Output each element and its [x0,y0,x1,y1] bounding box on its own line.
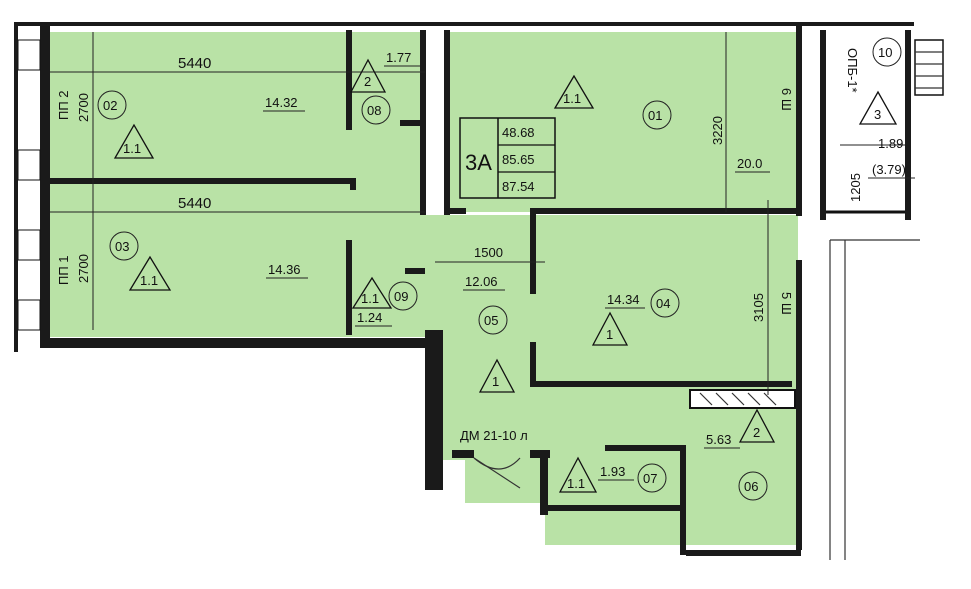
apartment-area-full: 87.54 [502,179,535,194]
dimension-corridor: 1500 [474,245,503,260]
dimension-top: 5440 [178,55,211,72]
dimension-room03-height: 2700 [76,254,91,283]
apartment-area-living: 48.68 [502,125,535,140]
tag-01: 1.1 [563,91,581,106]
side-labels: ПП 2 ПП 1 6 Ш 5 Ш ОПБ-1* [56,48,860,315]
walls [14,22,944,560]
label-pp2: ПП 2 [56,90,71,120]
room-number-08: 08 [367,103,381,118]
dimension-room02-height: 2700 [76,93,91,122]
room-area-08: 1.77 [386,50,411,65]
room-area-02: 14.32 [265,95,298,110]
label-sh6: 6 Ш [779,88,794,111]
room-number-01: 01 [648,108,662,123]
tag-05: 1 [492,374,499,389]
room-area-07: 1.93 [600,464,625,479]
room-number-05: 05 [484,313,498,328]
finish-tags: 1.1 1.1 1.1 1.1 1.1 1 1 2 2 3 [113,58,898,493]
tag-10: 3 [874,107,881,122]
tag-06: 2 [753,425,760,440]
apartment-area-total: 85.65 [502,152,535,167]
tag-09: 1.1 [361,291,379,306]
dimension-room01-height: 3220 [710,116,725,145]
apartment-info-box: 3А 48.68 85.65 87.54 [459,117,556,199]
dimension-lines [50,32,905,395]
tag-02: 1.1 [123,141,141,156]
tag-04: 1 [606,327,613,342]
room-number-02: 02 [103,98,117,113]
room-area-04: 14.34 [607,292,640,307]
dimension-room04-height: 3105 [751,293,766,322]
room-area-01: 20.0 [737,156,762,171]
dimension-labels: 5440 5440 2700 2700 3220 3105 1500 1205 [76,55,863,322]
tag-03: 1.1 [140,273,158,288]
room-number-04: 04 [656,296,670,311]
room-number-10: 10 [878,45,892,60]
room-markers: 01 02 03 04 05 06 07 08 09 10 [97,37,902,501]
room-area-06: 5.63 [706,432,731,447]
apartment-type: 3А [465,150,492,175]
tag-07: 1.1 [567,476,585,491]
dimension-middle: 5440 [178,195,211,212]
room-number-06: 06 [744,479,758,494]
room-area-03: 14.36 [268,262,301,277]
room-number-09: 09 [394,289,408,304]
room-number-07: 07 [643,471,657,486]
label-sh5: 5 Ш [779,292,794,315]
room-number-03: 03 [115,239,129,254]
room-areas: 20.0 14.32 14.36 14.34 12.06 5.63 1.93 1… [263,50,915,481]
tag-08: 2 [364,74,371,89]
entrance-door [473,457,521,489]
room-area-10-alt: (3.79) [872,162,906,177]
label-opb: ОПБ-1* [845,48,860,93]
room-area-05: 12.06 [465,274,498,289]
room-area-10: 1.89 [878,136,903,151]
dimension-balcony: 1205 [848,173,863,202]
room-fills [50,32,798,545]
door-note: ДМ 21-10 л [460,428,528,443]
label-pp1: ПП 1 [56,255,71,285]
room-area-09: 1.24 [357,310,382,325]
